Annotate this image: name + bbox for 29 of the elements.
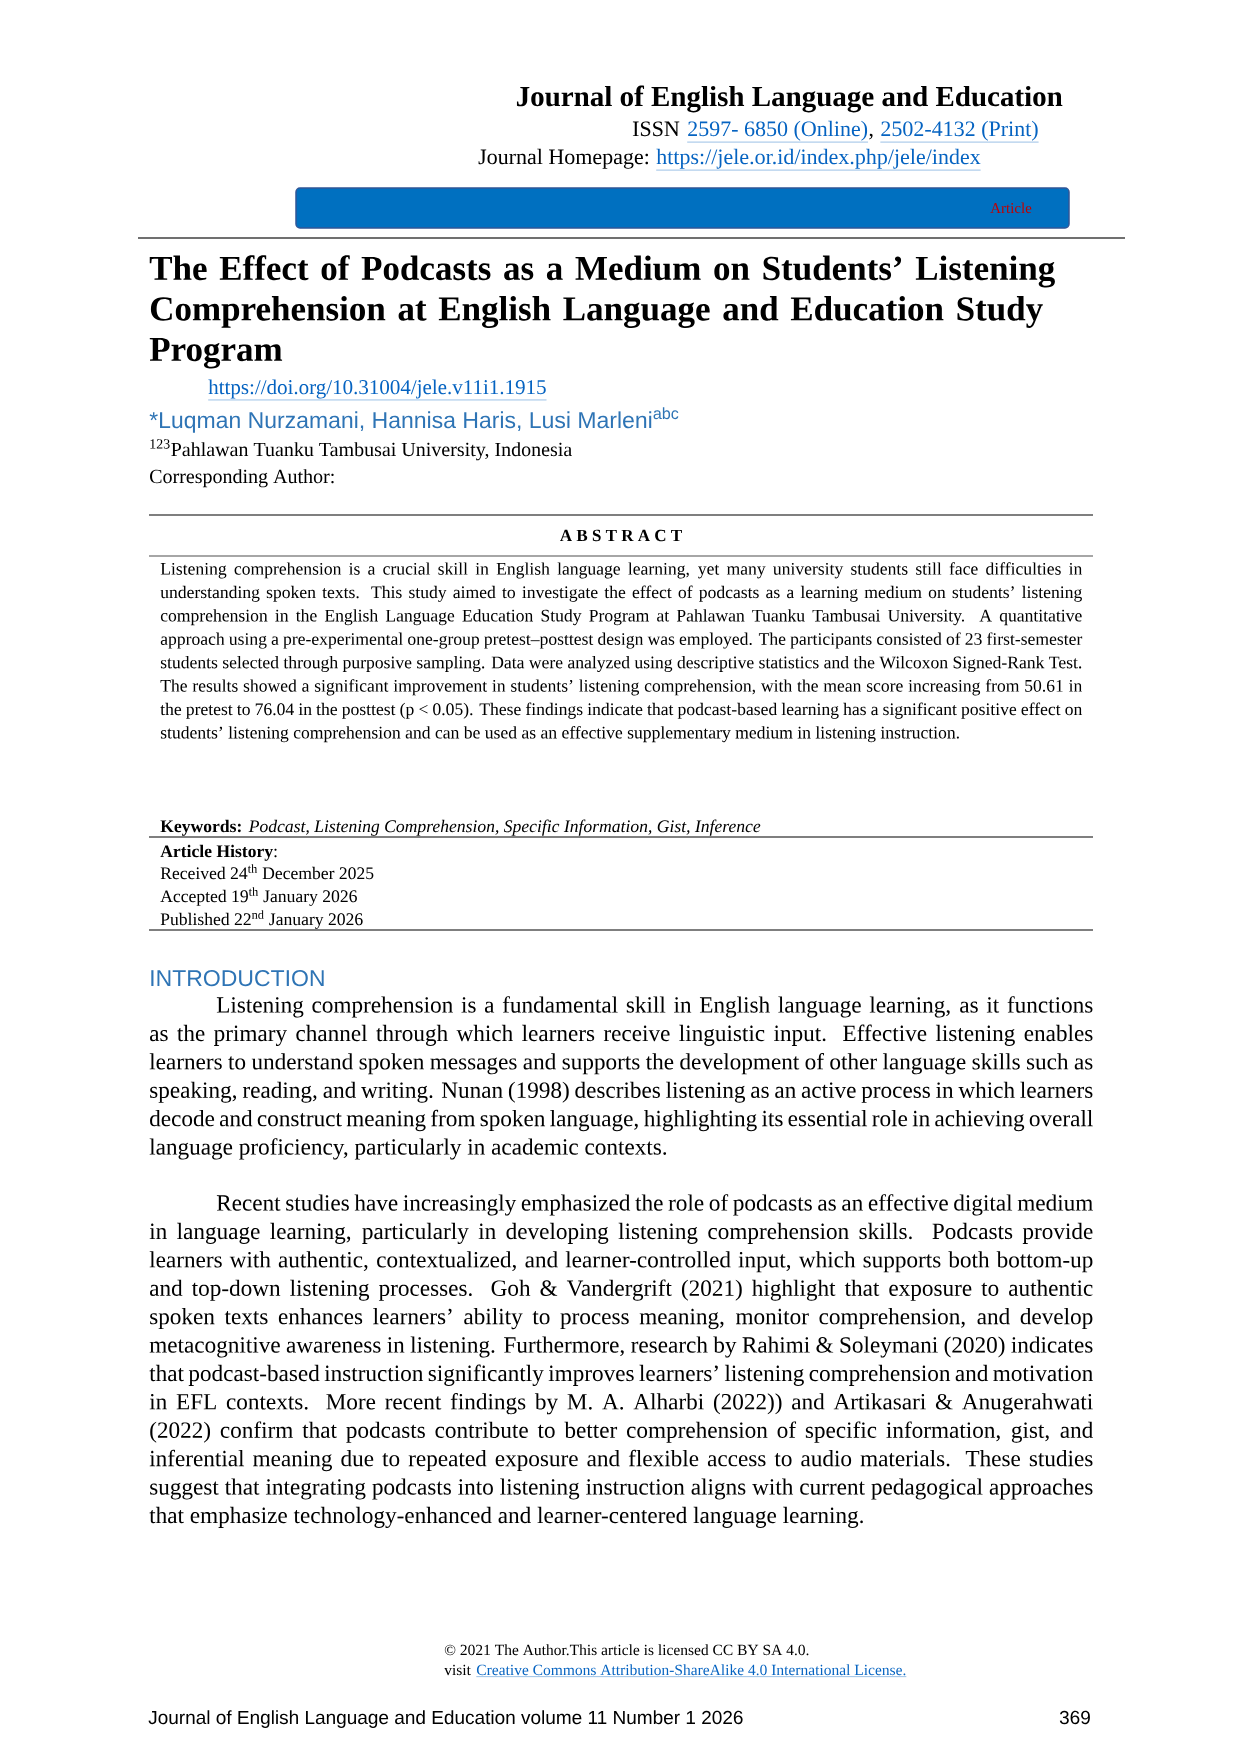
section-heading: A B S T R A C T bbox=[560, 529, 682, 542]
history-heading: Article History: bbox=[160, 844, 277, 861]
history-line: Accepted 19$^{th}$ January 2026 bbox=[160, 887, 357, 906]
page-number: 369 bbox=[1059, 1710, 1090, 1725]
author-names: *Luqman Nurzamani, Hannisa Haris, Lusi Marleni$^{abc}$ bbox=[149, 407, 679, 433]
section-heading: INTRODUCTION bbox=[151, 969, 324, 987]
article-title: The Effect of Podcasts as a Medium on Students’ Listening Comprehension at English Language and Education Study Program bbox=[149, 255, 1055, 369]
doi-link: https://doi.org/10.31004/jele.v11i1.1915 bbox=[208, 379, 547, 401]
issn-text: , bbox=[869, 133, 873, 140]
issn-link: 2597- 6850 (Online) bbox=[687, 120, 869, 143]
license-note: © 2021 The Author.This article is licensed CC BY SA 4.0. bbox=[444, 1644, 809, 1656]
keywords-label: Keywords: bbox=[160, 819, 241, 836]
homepage-link: https://jele.or.id/index.php/jele/index bbox=[656, 148, 981, 171]
abstract-paragraph: Listening comprehension is a crucial skill in English language learning, yet many university students still face difficulties in understanding spoken texts. This study aimed to investigate the effect of podcasts as a learning medium on students’ listening comprehension in the English Language Education Study Program at Pahlawan Tuanku Tambusai University. A quantitative approach using a pre-experimental one-group pretest–posttest design was employed. The participants consisted of 23 first-semester students selected through purposive sampling. Data were analyzed using descriptive statistics and the Wilcoxon Signed-Rank Test. The results showed a significant improvement in students’ listening comprehension, with the mean score increasing from 50.61 in the pretest to 76.04 in the posttest (p < 0.05). These findings indicate that podcast-based learning has a significant positive effect on students’ listening comprehension and can be used as an effective supplementary medium in listening instruction. bbox=[160, 562, 1083, 743]
banner-bar: Article bbox=[295, 187, 1070, 229]
issn-text: ISSN bbox=[632, 121, 680, 137]
corresponding-author: Corresponding Author: bbox=[150, 469, 334, 488]
license-link: Creative Commons Attribution-ShareAlike 4.0 International License. bbox=[476, 1664, 907, 1677]
history-line: Published 22$^{nd}$ January 2026 bbox=[160, 910, 363, 929]
license-note: visit bbox=[444, 1664, 471, 1676]
issn-link: 2502-4132 (Print) bbox=[880, 120, 1039, 143]
homepage-label: Journal Homepage: bbox=[478, 148, 649, 169]
body-paragraph: Recent studies have increasingly emphasized the role of podcasts as an effective digital medium in language learning, particularly in developing listening comprehension skills. Podcasts provide learners with authentic, contextualized, and learner-controlled input, which supports both bottom-up and top-down listening processes. Goh & Vandergrift (2021) highlight that exposure to authentic spoken texts enhances learners’ ability to process meaning, monitor comprehension, and develop metacognitive awareness in listening. Furthermore, research by Rahimi & Soleymani (2020) indicates that podcast-based instruction significantly improves learners’ listening comprehension and motivation in EFL contexts. More recent findings by M. A. Alharbi (2022)) and Artikasari & Anugerahwati (2022) confirm that podcasts contribute to better comprehension of specific information, gist, and inferential meaning due to repeated exposure and flexible access to audio materials. These studies suggest that integrating podcasts into listening instruction aligns with current pedagogical approaches that emphasize technology-enhanced and learner-centered language learning. bbox=[149, 1194, 1093, 1528]
affiliation: $^{123}$Pahlawan Tuanku Tambusai University, Indonesia bbox=[150, 439, 572, 461]
history-line: Received 24$^{th}$ December 2025 bbox=[160, 864, 374, 880]
page-footer: Journal of English Language and Education volume 11 Number 1 2026 bbox=[148, 1710, 743, 1728]
journal-title: Journal of English Language and Education bbox=[516, 85, 1063, 113]
keywords-list: Podcast, Listening Comprehension, Specific Information, Gist, Inference bbox=[248, 819, 761, 836]
body-paragraph: Listening comprehension is a fundamental skill in English language learning, as it functions as the primary channel through which learners receive linguistic input. Effective listening enables learners to understand spoken messages and supports the development of other language skills such as speaking, reading, and writing. Nunan (1998) describes listening as an active process in which learners decode and construct meaning from spoken language, highlighting its essential role in achieving overall language proficiency, particularly in academic contexts. bbox=[149, 996, 1093, 1160]
